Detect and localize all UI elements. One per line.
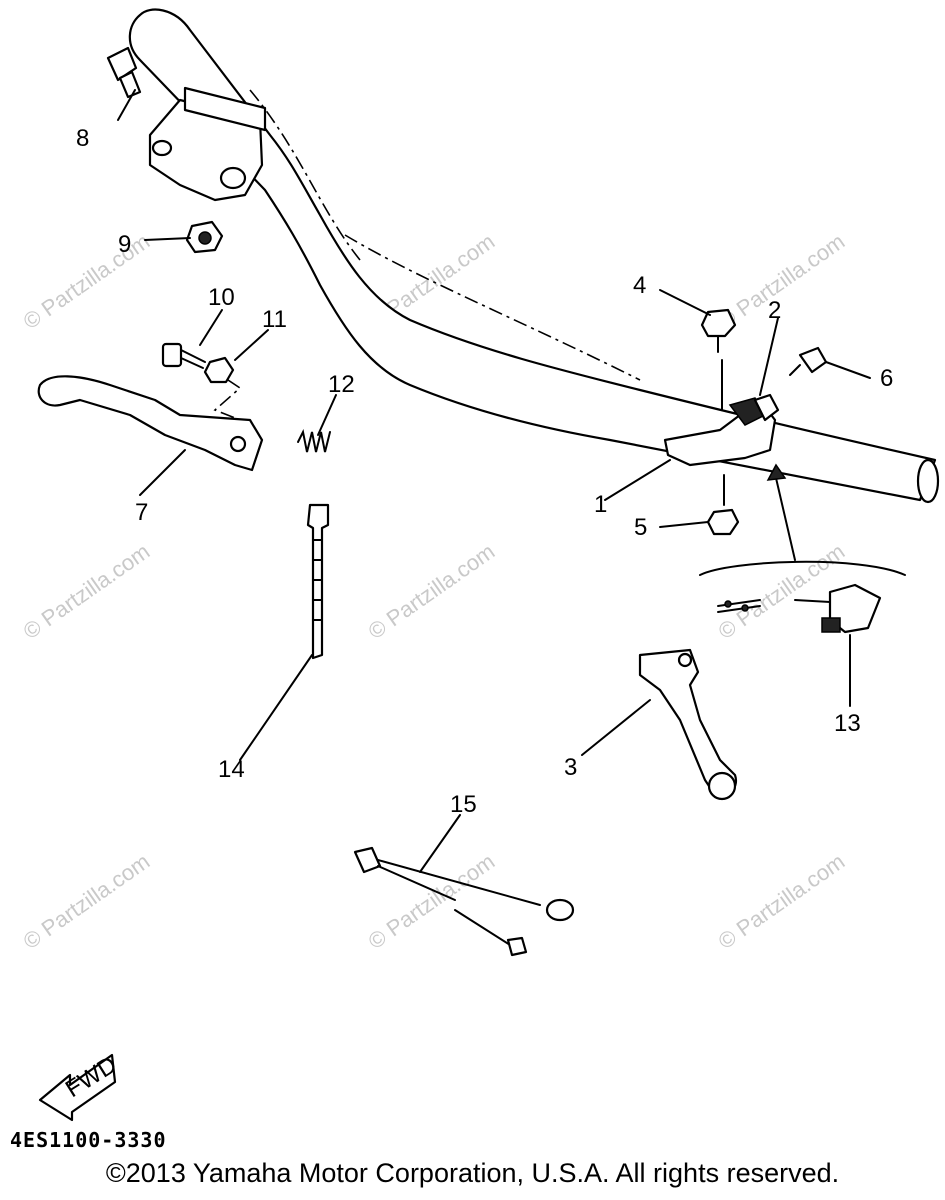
callout-14: 14	[218, 756, 245, 783]
copyright-notice: ©2013 Yamaha Motor Corporation, U.S.A. A…	[105, 1158, 840, 1188]
nut-5	[706, 508, 740, 536]
callout-4: 4	[633, 272, 646, 299]
callout-3: 3	[564, 754, 577, 781]
bolt-4	[700, 308, 737, 353]
watermark-text: © Partzilla.com	[364, 849, 500, 955]
fwd-direction-icon: FWD	[38, 1051, 122, 1122]
callout-13: 13	[834, 710, 861, 737]
watermark-text: © Partzilla.com	[19, 539, 155, 645]
callout-12: 12	[328, 371, 355, 398]
clutch-switch-13	[717, 583, 882, 634]
callout-9: 9	[118, 231, 131, 258]
watermark-text: © Partzilla.com	[19, 229, 155, 335]
spring-12	[297, 428, 331, 453]
lever-3	[638, 648, 738, 801]
watermark-text: © Partzilla.com	[364, 539, 500, 645]
leader-lines	[117, 89, 871, 873]
watermark-text: © Partzilla.com	[714, 229, 850, 335]
callout-labels: 1 2 3 4 5 6 7 8 9 10 11 12 13 14 15	[76, 125, 893, 818]
callout-10: 10	[208, 284, 235, 311]
assembly-guide-line	[213, 379, 251, 429]
cable-tie-14	[306, 503, 330, 660]
arrow-head	[766, 463, 787, 481]
diagram-part-code: 4ES1100-3330	[10, 1128, 167, 1152]
detail-bracket	[699, 560, 906, 576]
detail-arrow	[775, 477, 796, 561]
callout-8: 8	[76, 125, 89, 152]
wire-harness-15	[353, 846, 575, 957]
callout-1: 1	[594, 491, 607, 518]
master-cylinder-holder	[148, 86, 267, 202]
callout-7: 7	[135, 499, 148, 526]
adjuster-screw-10	[161, 342, 206, 369]
nut-9	[185, 220, 224, 254]
callout-15: 15	[450, 791, 477, 818]
switch-2	[753, 393, 780, 422]
watermark-text: © Partzilla.com	[714, 849, 850, 955]
screw-6	[789, 346, 828, 376]
callout-5: 5	[634, 514, 647, 541]
callout-2: 2	[768, 297, 781, 324]
handlebar	[128, 8, 940, 504]
callout-11: 11	[262, 306, 287, 333]
callout-6: 6	[880, 365, 893, 392]
locknut-11	[203, 356, 235, 384]
watermark-text: © Partzilla.com	[19, 849, 155, 955]
lever-7	[37, 375, 264, 472]
